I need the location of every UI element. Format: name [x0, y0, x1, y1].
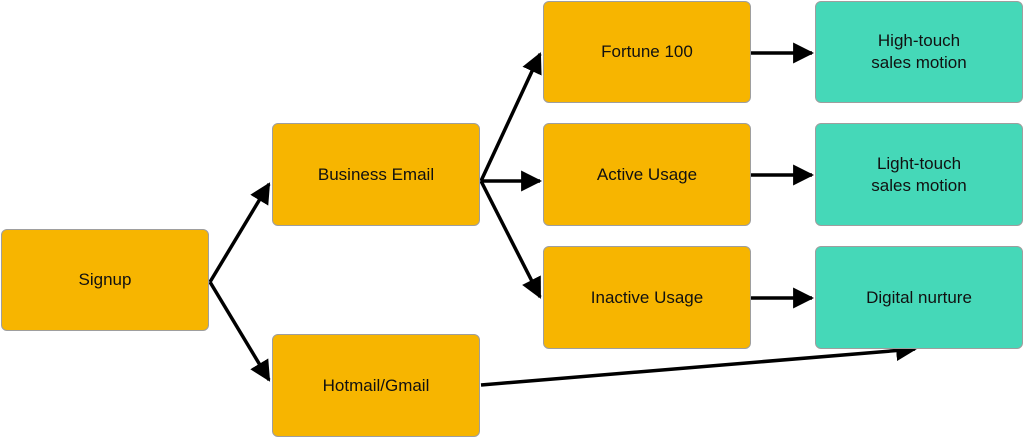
arrow-signup-to-hotmail-gmail — [208, 281, 271, 382]
node-digital-nurture-label: Digital nurture — [866, 287, 972, 307]
arrow-hotmail-gmail-to-digital-nurture — [480, 340, 918, 387]
node-hotmail-gmail-label: Hotmail/Gmail — [322, 375, 430, 395]
node-digital-nurture: Digital nurture — [815, 246, 1023, 349]
node-active-usage-label: Active Usage — [596, 164, 698, 184]
node-fortune-100-label: Fortune 100 — [601, 42, 693, 61]
node-hotmail-gmail: Hotmail/Gmail — [272, 334, 480, 437]
node-light-touch-sales-motion: Light-touch sales motion — [815, 123, 1023, 226]
node-fortune-100: Fortune 100 — [543, 1, 751, 103]
node-signup: Signup — [1, 229, 209, 331]
arrow-signup-to-business-email — [208, 182, 271, 283]
node-high-touch-sales-motion: High-touch sales motion — [815, 1, 1023, 103]
node-light-touch-label: Light-touch sales motion — [871, 153, 967, 195]
arrow-business-email-to-inactive-usage — [479, 180, 542, 299]
node-business-email-label: Business Email — [317, 164, 435, 184]
arrow-business-email-to-fortune-100 — [479, 52, 542, 182]
node-business-email: Business Email — [272, 123, 480, 226]
node-inactive-usage-label: Inactive Usage — [590, 287, 704, 307]
node-inactive-usage: Inactive Usage — [543, 246, 751, 349]
node-active-usage: Active Usage — [543, 123, 751, 226]
node-signup-label: Signup — [78, 270, 132, 289]
node-high-touch-label: High-touch sales motion — [871, 31, 967, 72]
